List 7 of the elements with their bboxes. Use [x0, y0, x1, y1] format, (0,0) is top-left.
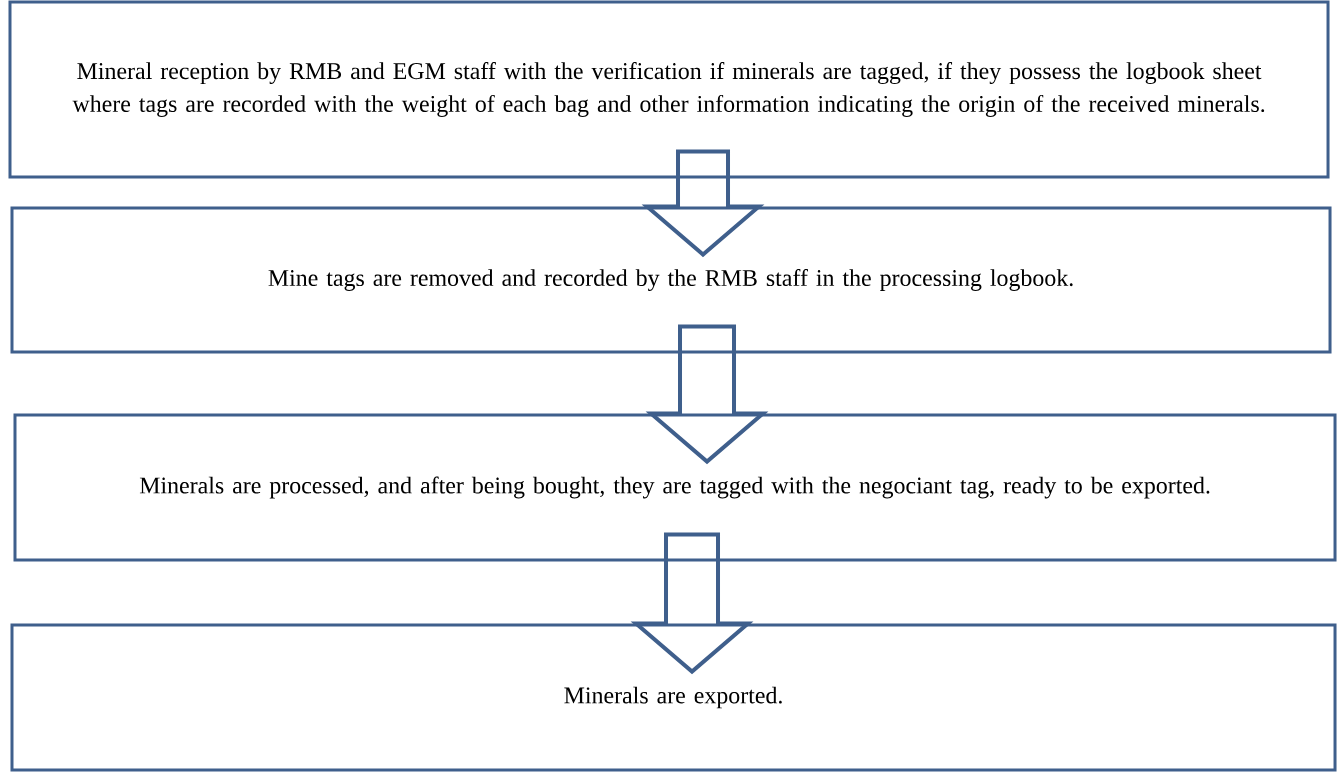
block-arrow: [645, 324, 769, 465]
process-box: Mine tags are removed and recorded by the RMB staff in the processing logbook.: [10, 206, 1332, 354]
block-arrow: [641, 149, 765, 258]
block-arrow: [630, 532, 754, 675]
process-box: Minerals are exported.: [10, 623, 1337, 772]
process-box: Minerals are processed, and after being bought, they are tagged with the negociant tag, ready to be exported.: [13, 413, 1337, 562]
process-box: Mineral reception by RMB and EGM staff with the verification if minerals are tagged, if they possess the logbook sheet where tags are recorded with the weight of each bag and other information indicating the origin of the received minerals.: [8, 0, 1330, 179]
